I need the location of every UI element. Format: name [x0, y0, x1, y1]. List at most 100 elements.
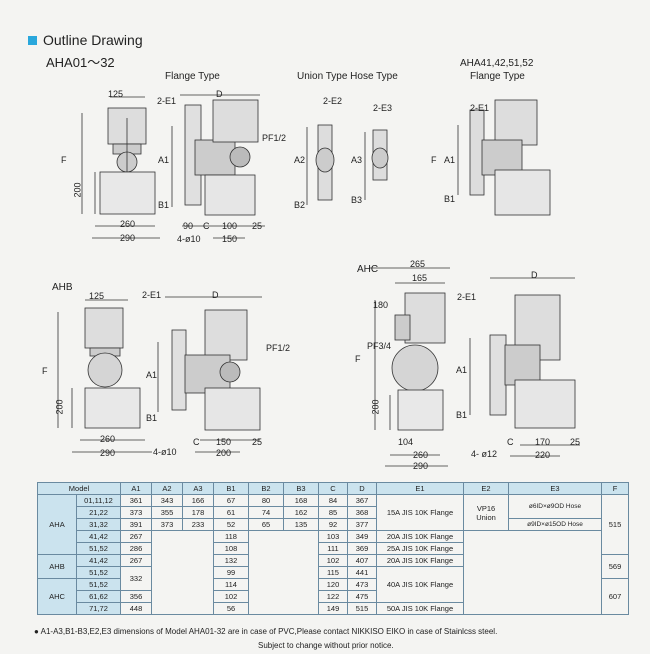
- ahb-front-view: [57, 299, 152, 453]
- group-ahc: AHC: [37, 578, 77, 615]
- cell: 52: [213, 518, 249, 531]
- cell: 162: [283, 506, 319, 519]
- dim-D: D: [216, 89, 223, 99]
- cell-model: 21,22: [76, 506, 121, 519]
- dim-B1: B1: [158, 200, 170, 210]
- cell: 74: [248, 506, 284, 519]
- cell-empty: [248, 530, 319, 615]
- ahc-dim-165: 165: [412, 273, 428, 283]
- cell-e1-20a: 20A JIS 10K Flange: [376, 530, 464, 543]
- cell: 343: [151, 494, 183, 507]
- cell: 114: [213, 578, 249, 591]
- label-r-2e1: 2-E1: [470, 103, 490, 113]
- cell: 233: [182, 518, 214, 531]
- label-2e1: 2-E1: [157, 96, 177, 106]
- cell-e1-40a: 40A JIS 10K Flange: [376, 566, 464, 603]
- cell: 332: [120, 566, 152, 591]
- ahc-dim-C: C: [507, 437, 514, 447]
- col-header: C: [318, 482, 348, 495]
- dim-r-F: F: [431, 155, 437, 165]
- ahc-dim-170: 170: [535, 437, 551, 447]
- cell: 122: [318, 590, 348, 603]
- col-header: E1: [376, 482, 464, 495]
- cell: 407: [347, 554, 377, 567]
- bullet-square-icon: [28, 35, 37, 45]
- label-2e3: 2-E3: [373, 103, 393, 113]
- union-type-title: Union Type Hose Type: [297, 71, 398, 82]
- ahb-dim-125: 125: [89, 291, 105, 301]
- cell: 102: [213, 590, 249, 603]
- dim-C: C: [203, 221, 210, 231]
- ahc-dim-D: D: [531, 270, 538, 280]
- dim-A1: A1: [158, 155, 170, 165]
- cell: 103: [318, 530, 348, 543]
- cell: 85: [318, 506, 348, 519]
- cell: 84: [318, 494, 348, 507]
- ahb-dim-260: 260: [100, 434, 116, 444]
- ahb-dim-C: C: [193, 437, 200, 447]
- table-row: AHC 51,52 114 120 473 607: [37, 578, 629, 615]
- ahc-dim-104: 104: [398, 437, 414, 447]
- ahb-dim-290: 290: [100, 448, 116, 458]
- dim-100: 100: [222, 221, 238, 231]
- dim-90: 90: [183, 221, 194, 231]
- label-2e2: 2-E2: [323, 96, 343, 106]
- col-header: F: [601, 482, 629, 495]
- cell-model: 51,52: [76, 578, 121, 591]
- cell: 373: [151, 518, 183, 531]
- cell: 111: [318, 542, 348, 555]
- ahc-label-4phi12: 4- ø12: [471, 449, 498, 459]
- cell: 149: [318, 602, 348, 615]
- ahb-dim-150: 150: [216, 437, 232, 447]
- cell: 132: [213, 554, 249, 567]
- cell: 108: [213, 542, 249, 555]
- cell: 368: [347, 506, 377, 519]
- cell-f-569: 569: [601, 554, 629, 579]
- cell-empty: [151, 530, 214, 615]
- cell-e3-hose-1: ø6ID×ø9OD Hose: [508, 494, 602, 519]
- ahc-dim-200: 200: [370, 399, 381, 415]
- ahc-dim-25: 25: [570, 437, 581, 447]
- footnote-material: ● A1-A3,B1-B3,E2,E3 dimensions of Model …: [34, 627, 498, 636]
- cell-model: 51,52: [76, 566, 121, 579]
- dim-F: F: [61, 155, 67, 165]
- col-header: B3: [283, 482, 319, 495]
- table-row: 71,72 448 56 149 515 50A JIS 10K Flange: [38, 602, 629, 615]
- cell: 166: [182, 494, 214, 507]
- col-header: E2: [463, 482, 509, 495]
- cell-e1-15a: 15A JIS 10K Flange: [376, 494, 464, 531]
- cell-empty: [463, 530, 602, 615]
- cell: 473: [347, 578, 377, 591]
- cell-e3-hose-2: ø9ID×ø15OD Hose: [508, 518, 602, 531]
- ahc-dim-180: 180: [373, 300, 389, 310]
- cell: 373: [120, 506, 152, 519]
- cell: 367: [347, 494, 377, 507]
- e2-line2: Union: [476, 512, 496, 522]
- cell: 67: [213, 494, 249, 507]
- ahc-dim-265: 265: [410, 259, 426, 269]
- label-pf: PF1/2: [262, 133, 287, 143]
- label-4phi10: 4-ø10: [177, 234, 201, 244]
- cell-e1-25a: 25A JIS 10K Flange: [376, 542, 464, 555]
- cell: 267: [120, 554, 152, 567]
- table-row: 51,52 286 108 111 369 25A JIS 10K Flange: [38, 542, 629, 555]
- col-header: B2: [248, 482, 284, 495]
- cell: 355: [151, 506, 183, 519]
- aha41-flange-view: [457, 99, 551, 216]
- cell-model: 31,32: [76, 518, 121, 531]
- col-header: A1: [120, 482, 152, 495]
- ahb-side-view: [157, 296, 262, 453]
- ahb-dim-A1: A1: [146, 370, 158, 380]
- dim-25: 25: [252, 221, 263, 231]
- cell: 369: [347, 542, 377, 555]
- cell: 391: [120, 518, 152, 531]
- ahb-label-2e1: 2-E1: [142, 290, 162, 300]
- cell: 92: [318, 518, 348, 531]
- cell: 168: [283, 494, 319, 507]
- group-aha: AHA: [37, 494, 77, 555]
- ahb-dim-F: F: [42, 366, 48, 376]
- cell-model: 41,42: [76, 554, 121, 567]
- flange-type-title: Flange Type: [165, 71, 220, 82]
- ahc-title: AHC: [357, 264, 379, 275]
